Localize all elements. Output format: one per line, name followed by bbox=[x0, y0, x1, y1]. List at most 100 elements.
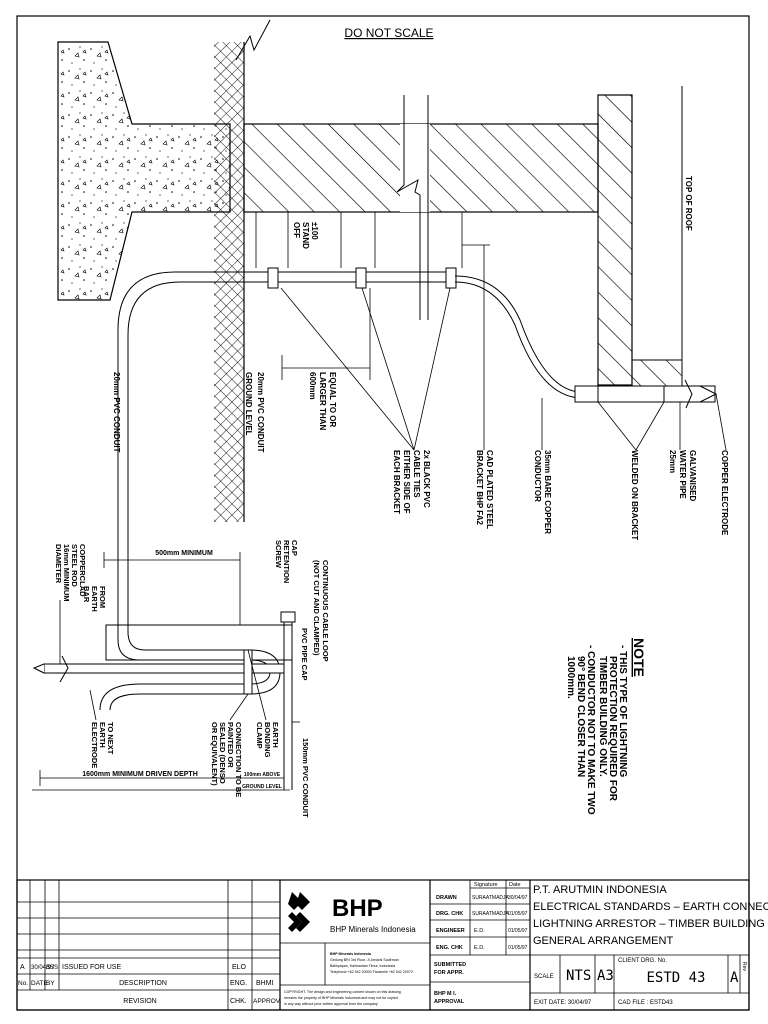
company-address-4: Telephone +62 542 20000 Facsimile +62 54… bbox=[330, 970, 413, 974]
rev-h-app: BHMI bbox=[256, 980, 274, 987]
label-standoff-1: ±100 bbox=[310, 222, 319, 240]
rev-row-desc: ISSUED FOR USE bbox=[62, 964, 121, 971]
label-cont-loop-1: CONTINUOUS CABLE LOOP bbox=[321, 560, 330, 662]
rev-h-eng: ENG. bbox=[230, 980, 247, 987]
label-from-earth-3: BAR bbox=[82, 586, 91, 603]
signoff-sig-1: SURAATMADJA bbox=[472, 895, 510, 901]
bracket-1 bbox=[267, 267, 279, 289]
label-from-earth-1: FROM bbox=[98, 586, 107, 608]
signoff-date-4: 01/05/97 bbox=[508, 945, 528, 951]
label-galvanised-pipe-3: 25mm bbox=[668, 450, 677, 473]
label-cont-loop-2: (NOT CUT AND CLAMPED) bbox=[312, 560, 321, 656]
signoff-submitted-2: FOR APPR. bbox=[434, 970, 464, 976]
label-to-next-3: ELECTRODE bbox=[90, 722, 99, 768]
top-break-symbol bbox=[235, 19, 271, 61]
label-standoff-3: OFF bbox=[292, 222, 301, 238]
label-copperclad-2: STEEL ROD bbox=[70, 544, 79, 587]
signoff-date-2: 01/05/97 bbox=[508, 911, 528, 917]
title-line-2: ELECTRICAL STANDARDS – EARTH CONNECTIONS bbox=[533, 901, 768, 913]
label-bracket-2: BRACKET BHP FA2 bbox=[475, 450, 484, 526]
label-conn-4: OR EQUIVALENT) bbox=[210, 722, 219, 786]
galvanised-pipe bbox=[574, 385, 716, 403]
label-earth-clamp-1: EARTH bbox=[271, 722, 280, 748]
note-line-3: TIMBER BUILDING ONLY. bbox=[597, 656, 608, 777]
bhp-logo-icon bbox=[288, 892, 310, 932]
signoff-col-signature: Signature bbox=[474, 882, 498, 888]
pvc-pit-conduit bbox=[105, 624, 293, 661]
label-galvanised-pipe-2: WATER PIPE bbox=[678, 450, 687, 499]
title-block bbox=[16, 879, 750, 1011]
label-conn-1: CONNECTION TO BE bbox=[234, 722, 243, 797]
signoff-sig-3: E.D. bbox=[474, 928, 485, 934]
label-conduit-150: 150mm PVC CONDUIT bbox=[301, 738, 310, 818]
company-address-2: Gedung BRI 3rd Floor, Jl Jendral Sudirma… bbox=[330, 958, 399, 962]
label-conduit-20: 20mm PVC CONDUIT bbox=[112, 372, 121, 453]
label-bare-copper-1: 35mm BARE COPPER bbox=[543, 450, 552, 534]
signoff-submitted-1: SUBMITTED bbox=[434, 962, 466, 968]
signoff-sig-4: E.D. bbox=[474, 945, 485, 951]
cad-file: CAD FILE : ESTD43 bbox=[618, 1000, 673, 1006]
label-ties-2: CABLE TIES bbox=[412, 450, 421, 498]
label-to-next-2: EARTH bbox=[98, 722, 107, 748]
rev-row-by: BSS bbox=[46, 965, 58, 971]
copyright-1: COPYRIGHT. The design and engineering co… bbox=[284, 990, 401, 994]
label-equal-2: LARGER THAN bbox=[318, 372, 327, 430]
signoff-date-1: 30/04/97 bbox=[508, 895, 528, 901]
title-line-1: P.T. ARUTMIN INDONESIA bbox=[533, 884, 667, 896]
label-conn-2: PAINTED OR bbox=[226, 722, 235, 768]
label-cap-screw-1: CAP bbox=[290, 540, 299, 556]
rev-row-letter: A bbox=[20, 964, 25, 971]
concrete-footing bbox=[57, 41, 231, 301]
bracket-2 bbox=[355, 267, 367, 289]
note-line-5: 90° BEND CLOSER THAN bbox=[575, 656, 586, 777]
pvc-conduit-inner bbox=[127, 281, 455, 560]
label-ground-level-small: GROUND LEVEL bbox=[242, 784, 282, 790]
label-100-above: 100mm ABOVE bbox=[244, 772, 281, 778]
company-name: BHP Minerals Indonesia bbox=[330, 925, 416, 934]
do-not-scale-note: DO NOT SCALE bbox=[344, 26, 433, 40]
exit-date: EXIT DATE: 30/04/97 bbox=[534, 1000, 592, 1006]
rev-h-no: No. bbox=[18, 980, 28, 987]
label-copperclad-3: 16mm MINIMUM bbox=[62, 544, 71, 602]
label-copperclad-1: COPPERCLAD bbox=[78, 544, 87, 597]
signoff-role-4: ENG. CHK bbox=[436, 945, 463, 951]
signoff-approval-1: BHP M I. bbox=[434, 991, 457, 997]
label-earth-clamp-3: CLAMP bbox=[255, 722, 264, 749]
note-title: NOTE bbox=[631, 638, 647, 677]
label-pvc-cap: PVC PIPE CAP bbox=[300, 628, 309, 681]
rev-row-date: 30/04/97 bbox=[31, 965, 55, 971]
label-ties-3: EITHER SIDE OF bbox=[402, 450, 411, 514]
company-address-1: BHP Minerals Indonesia bbox=[330, 952, 372, 956]
sheet-size: A3 bbox=[597, 968, 614, 984]
signoff-role-1: DRAWN bbox=[436, 895, 457, 901]
note-line-4: - CONDUCTOR NOT TO MAKE TWO bbox=[585, 645, 596, 815]
label-copperclad-4: DIAMETER bbox=[54, 544, 63, 584]
signoff-col-date: Date bbox=[509, 882, 521, 888]
revision-letter: A bbox=[730, 970, 739, 986]
label-cap-screw-3: SCREW bbox=[274, 540, 283, 569]
label-500-minimum: 500mm MINIMUM bbox=[155, 550, 213, 557]
copyright-2: remains the property of BHP Minerals Ind… bbox=[284, 996, 398, 1000]
rev-h-approv: APPROV. bbox=[253, 998, 281, 1005]
wall-column bbox=[597, 94, 633, 386]
signoff-date-3: 01/05/97 bbox=[508, 928, 528, 934]
label-bare-copper-2: CONDUCTOR bbox=[533, 450, 542, 502]
title-line-4: GENERAL ARRANGEMENT bbox=[533, 935, 673, 947]
signoff-role-2: DRG. CHK bbox=[436, 911, 463, 917]
rev-h-desc: DESCRIPTION bbox=[119, 980, 167, 987]
copyright-3: in any way without prior written approva… bbox=[284, 1002, 378, 1006]
label-conn-3: SEALED (DENSO bbox=[218, 722, 227, 784]
label-welded: WELDED ON BRACKET bbox=[630, 450, 639, 540]
rev-row-eng: ELO bbox=[232, 964, 247, 971]
break-line bbox=[396, 95, 421, 320]
title-line-3: LIGHTNING ARRESTOR – TIMBER BUILDING bbox=[533, 918, 765, 930]
label-ties-1: 2x BLACK PVC bbox=[422, 450, 431, 508]
signoff-approval-2: APPROVAL bbox=[434, 999, 465, 1005]
company-logo-text: BHP bbox=[332, 895, 383, 922]
label-cap-screw-2: RETENTION bbox=[282, 540, 291, 583]
client-drg-label: CLIENT DRG. No. bbox=[618, 958, 667, 964]
company-address-3: Balikpapan, Kalimantan Timur, Indonesia bbox=[330, 964, 395, 968]
rev-h-revision: REVISION bbox=[123, 998, 156, 1005]
rev-h-date: DATE bbox=[31, 980, 49, 987]
